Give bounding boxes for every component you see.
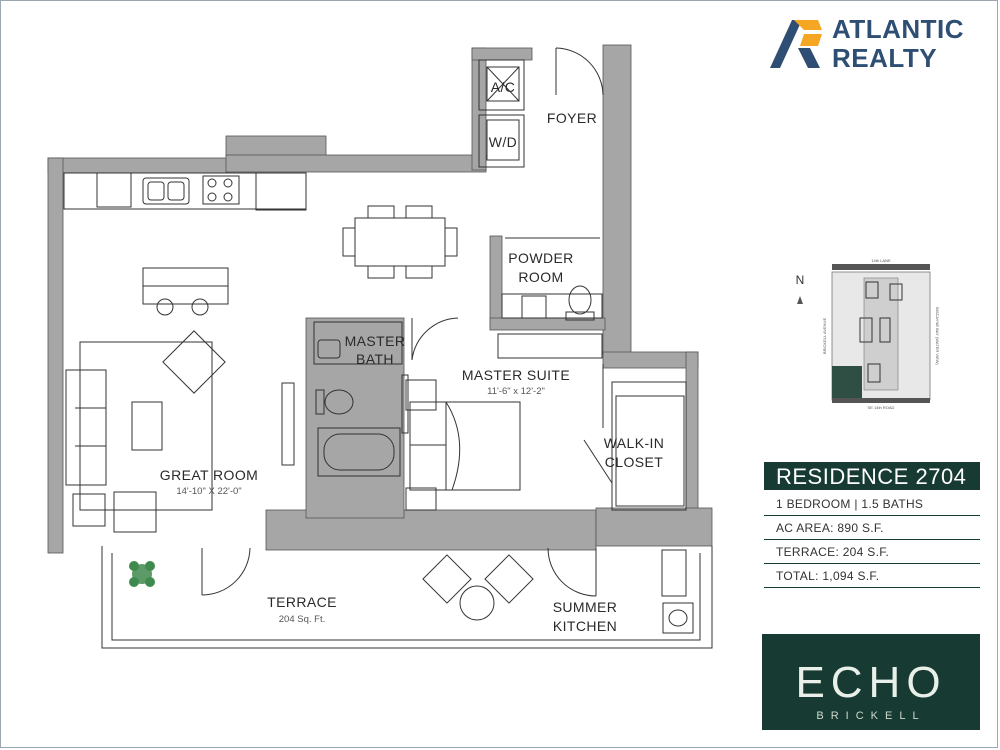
info-row-total: TOTAL: 1,094 S.F.: [764, 566, 980, 588]
top-street-label: 14th LANE: [871, 258, 891, 263]
right-street-label: BISCAYNE BAY (WATER VIEW): [935, 307, 940, 365]
great-room-label: GREAT ROOM: [160, 467, 258, 483]
walls: [47, 44, 713, 554]
walkin-closet-label-2: CLOSET: [605, 454, 663, 470]
info-ac-area: AC AREA: 890 S.F.: [776, 521, 884, 535]
plant-icon: [129, 561, 155, 587]
master-bath-label-2: BATH: [356, 351, 394, 367]
atlantic-realty-logo-icon: [770, 20, 822, 68]
master-bath-label-1: MASTER: [345, 333, 406, 349]
bottom-street-label: SE 14th ROAD: [868, 405, 895, 410]
info-total: TOTAL: 1,094 S.F.: [776, 569, 880, 583]
terrace-dimensions: 204 Sq. Ft.: [279, 614, 325, 625]
wd-label: W/D: [489, 134, 517, 150]
north-label: N: [796, 273, 805, 287]
foyer-label: FOYER: [547, 110, 597, 126]
project-subtitle: BRICKELL: [816, 710, 926, 722]
echo-brickell-logo: ECHO BRICKELL: [762, 634, 980, 730]
info-terrace: TERRACE: 204 S.F.: [776, 545, 890, 559]
north-arrow-icon: [797, 296, 803, 304]
brand-name-line2: REALTY: [832, 43, 938, 73]
terrace-label: TERRACE: [267, 594, 337, 610]
info-row-ac-area: AC AREA: 890 S.F.: [764, 518, 980, 540]
unit-highlight: [832, 366, 862, 400]
interior-lines: [63, 47, 713, 649]
powder-room-label-1: POWDER: [508, 250, 573, 266]
master-suite-dimensions: 11'-6" x 12'-2": [487, 386, 545, 397]
residence-header: RESIDENCE 2704: [764, 462, 980, 490]
ac-label: A/C: [491, 79, 516, 95]
brand-name-line1: ATLANTIC: [832, 14, 965, 44]
key-plan: N 14th LANE BRICKELL AVENUE BISCAYNE BAY…: [796, 258, 940, 410]
info-row-bedrooms: 1 BEDROOM | 1.5 BATHS: [764, 494, 980, 516]
walkin-closet-label-1: WALK-IN: [604, 435, 665, 451]
residence-title: RESIDENCE 2704: [776, 464, 967, 489]
powder-room-label-2: ROOM: [518, 269, 563, 285]
summer-kitchen-label-1: SUMMER: [553, 599, 618, 615]
info-bedrooms: 1 BEDROOM | 1.5 BATHS: [776, 497, 924, 511]
floor-plan: FOYER A/C W/D POWDER ROOM MASTER BATH MA…: [47, 44, 713, 649]
great-room-dimensions: 14'-10" X 22'-0": [176, 486, 241, 497]
summer-kitchen-label-2: KITCHEN: [553, 618, 617, 634]
project-name: ECHO: [795, 658, 947, 707]
info-row-terrace: TERRACE: 204 S.F.: [764, 542, 980, 564]
left-street-label: BRICKELL AVENUE: [822, 318, 827, 355]
master-suite-label: MASTER SUITE: [462, 367, 570, 383]
